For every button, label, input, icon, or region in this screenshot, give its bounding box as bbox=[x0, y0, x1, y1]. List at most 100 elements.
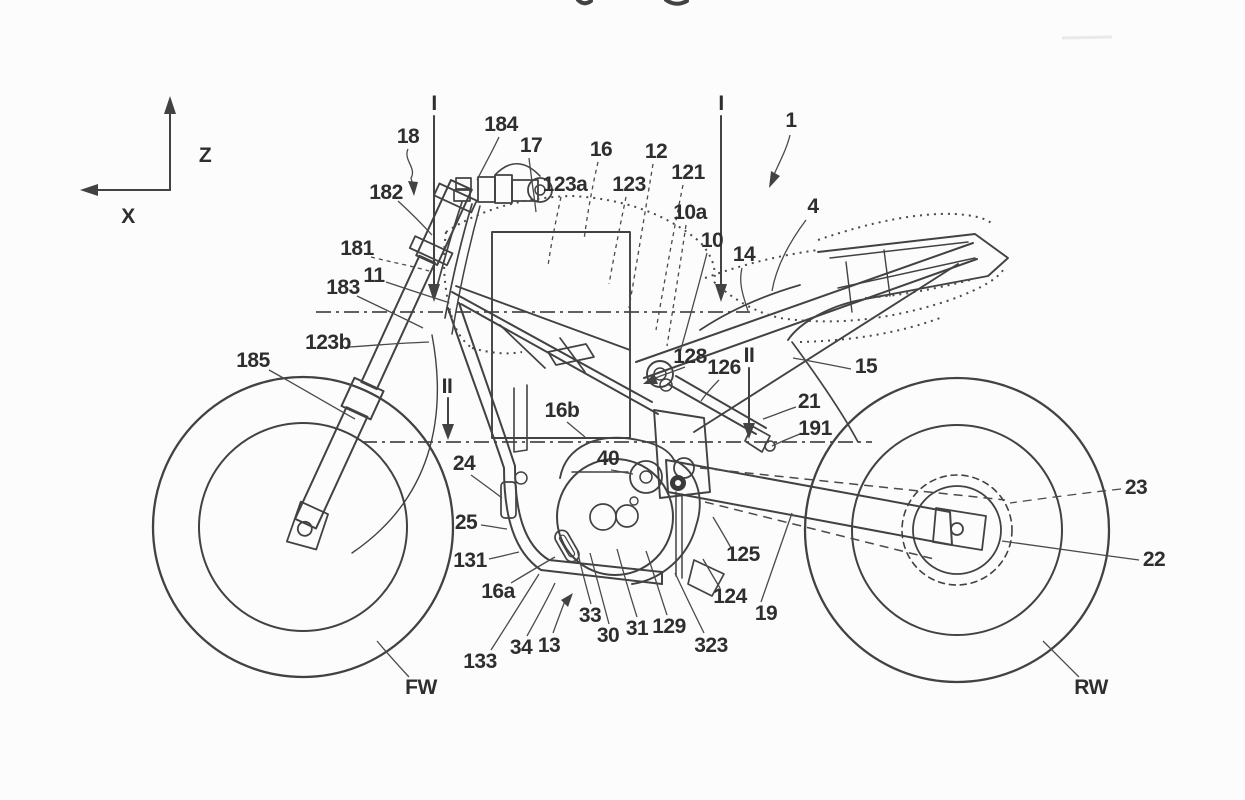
seat-rail-upper bbox=[635, 242, 974, 363]
leader-30 bbox=[589, 552, 610, 625]
leader-16a bbox=[510, 556, 556, 584]
rear-axle-plate bbox=[932, 507, 987, 551]
engine-unit bbox=[351, 334, 725, 597]
battery-box bbox=[491, 231, 631, 453]
leader-17 bbox=[528, 157, 537, 213]
chain-upper-hidden-line bbox=[699, 467, 1006, 501]
leader-11 bbox=[385, 281, 448, 303]
leader-22 bbox=[1001, 540, 1140, 561]
bar-end bbox=[527, 177, 553, 203]
leader-4 bbox=[771, 219, 807, 292]
cropped-title-marks bbox=[576, 0, 1113, 40]
leader-18 bbox=[406, 148, 414, 187]
pivot-plate bbox=[653, 409, 711, 499]
leader-13 bbox=[552, 600, 566, 634]
leader-21 bbox=[762, 406, 797, 420]
coordinate-axes bbox=[80, 96, 176, 196]
section-line-II bbox=[442, 367, 755, 440]
cradle-tube-outer bbox=[503, 467, 663, 585]
leader-131 bbox=[488, 551, 520, 560]
swingarm bbox=[665, 459, 1006, 561]
rear-fender-edge bbox=[791, 341, 859, 443]
bar-riser bbox=[494, 174, 513, 204]
leader-40 bbox=[610, 469, 634, 475]
brake-hose bbox=[433, 201, 463, 299]
main-spar-lower bbox=[460, 303, 659, 415]
leader-10a bbox=[666, 224, 687, 347]
steering-head-tube bbox=[415, 178, 473, 267]
leader-fw bbox=[376, 640, 410, 678]
leader-25 bbox=[480, 524, 508, 530]
leader-185 bbox=[268, 369, 356, 420]
rear-axle bbox=[950, 522, 964, 536]
front-axle-plate bbox=[285, 500, 329, 551]
leader-15 bbox=[792, 357, 852, 370]
leader-10 bbox=[678, 252, 708, 357]
leader-rw bbox=[1042, 640, 1080, 678]
centerlines bbox=[316, 311, 872, 443]
leader-184 bbox=[476, 136, 500, 181]
crankcase bbox=[556, 458, 674, 576]
upper-triple-clamp bbox=[433, 182, 478, 214]
leader-123 bbox=[608, 196, 627, 285]
cradle-tube-inner bbox=[514, 465, 663, 573]
x-axis-arrow-icon bbox=[80, 184, 98, 196]
bar-clamp bbox=[477, 176, 496, 203]
main-spar-upper bbox=[451, 291, 653, 403]
front-mount bbox=[500, 481, 517, 519]
rear-hub bbox=[912, 485, 1002, 575]
leader-34 bbox=[526, 582, 556, 637]
bodywork-dotted bbox=[443, 194, 1006, 355]
footpeg-bracket bbox=[687, 559, 725, 597]
seat-front-edge bbox=[699, 284, 801, 331]
leader-123a bbox=[547, 196, 562, 267]
fork-slider bbox=[294, 406, 369, 530]
leader-125 bbox=[712, 516, 732, 549]
leader-183 bbox=[356, 295, 424, 329]
case-slot bbox=[554, 529, 580, 563]
leader-126 bbox=[700, 379, 720, 402]
chain-lower-hidden-line bbox=[704, 501, 939, 561]
side-panel-lines bbox=[513, 384, 528, 453]
tail-unit bbox=[699, 233, 1009, 443]
leader-129 bbox=[645, 550, 668, 616]
frame bbox=[447, 242, 978, 585]
leader-33 bbox=[576, 548, 592, 605]
leader-182 bbox=[397, 200, 433, 236]
leader-12 bbox=[628, 163, 654, 309]
z-axis-arrow-icon bbox=[164, 96, 176, 114]
leader-133 bbox=[490, 573, 540, 651]
shock-absorber bbox=[667, 383, 757, 435]
leader-121 bbox=[655, 184, 684, 331]
leader-181 bbox=[370, 256, 430, 272]
rear-sprocket-hidden-circle bbox=[901, 474, 1013, 586]
leader-19 bbox=[760, 512, 793, 603]
shock-clevis bbox=[744, 425, 771, 453]
fuel-tank-outline bbox=[445, 194, 716, 283]
throttle-cable bbox=[444, 203, 473, 319]
rear-wheel bbox=[803, 376, 1111, 684]
leader-lines bbox=[268, 134, 1140, 678]
leader-124 bbox=[702, 558, 721, 589]
tank-rail bbox=[455, 285, 631, 351]
battery-box-outline bbox=[491, 231, 631, 439]
frame-lightening-hole bbox=[547, 343, 595, 366]
leader-16b bbox=[566, 421, 586, 438]
leader-24 bbox=[470, 474, 503, 499]
front-axle bbox=[296, 520, 313, 537]
drive-sprocket bbox=[629, 460, 663, 494]
front-brake-line bbox=[351, 334, 439, 554]
leader-123b bbox=[348, 341, 430, 348]
front-wheel bbox=[151, 375, 455, 679]
leader-191 bbox=[771, 433, 801, 447]
leader-14 bbox=[740, 267, 749, 312]
fork-tube bbox=[360, 254, 436, 391]
front-fork bbox=[285, 178, 478, 551]
leader-16 bbox=[583, 161, 599, 241]
tail-cowl bbox=[787, 233, 1009, 341]
shock-lower-eye bbox=[764, 440, 776, 452]
leader-323 bbox=[674, 572, 705, 634]
lower-triple-clamp bbox=[408, 235, 454, 267]
